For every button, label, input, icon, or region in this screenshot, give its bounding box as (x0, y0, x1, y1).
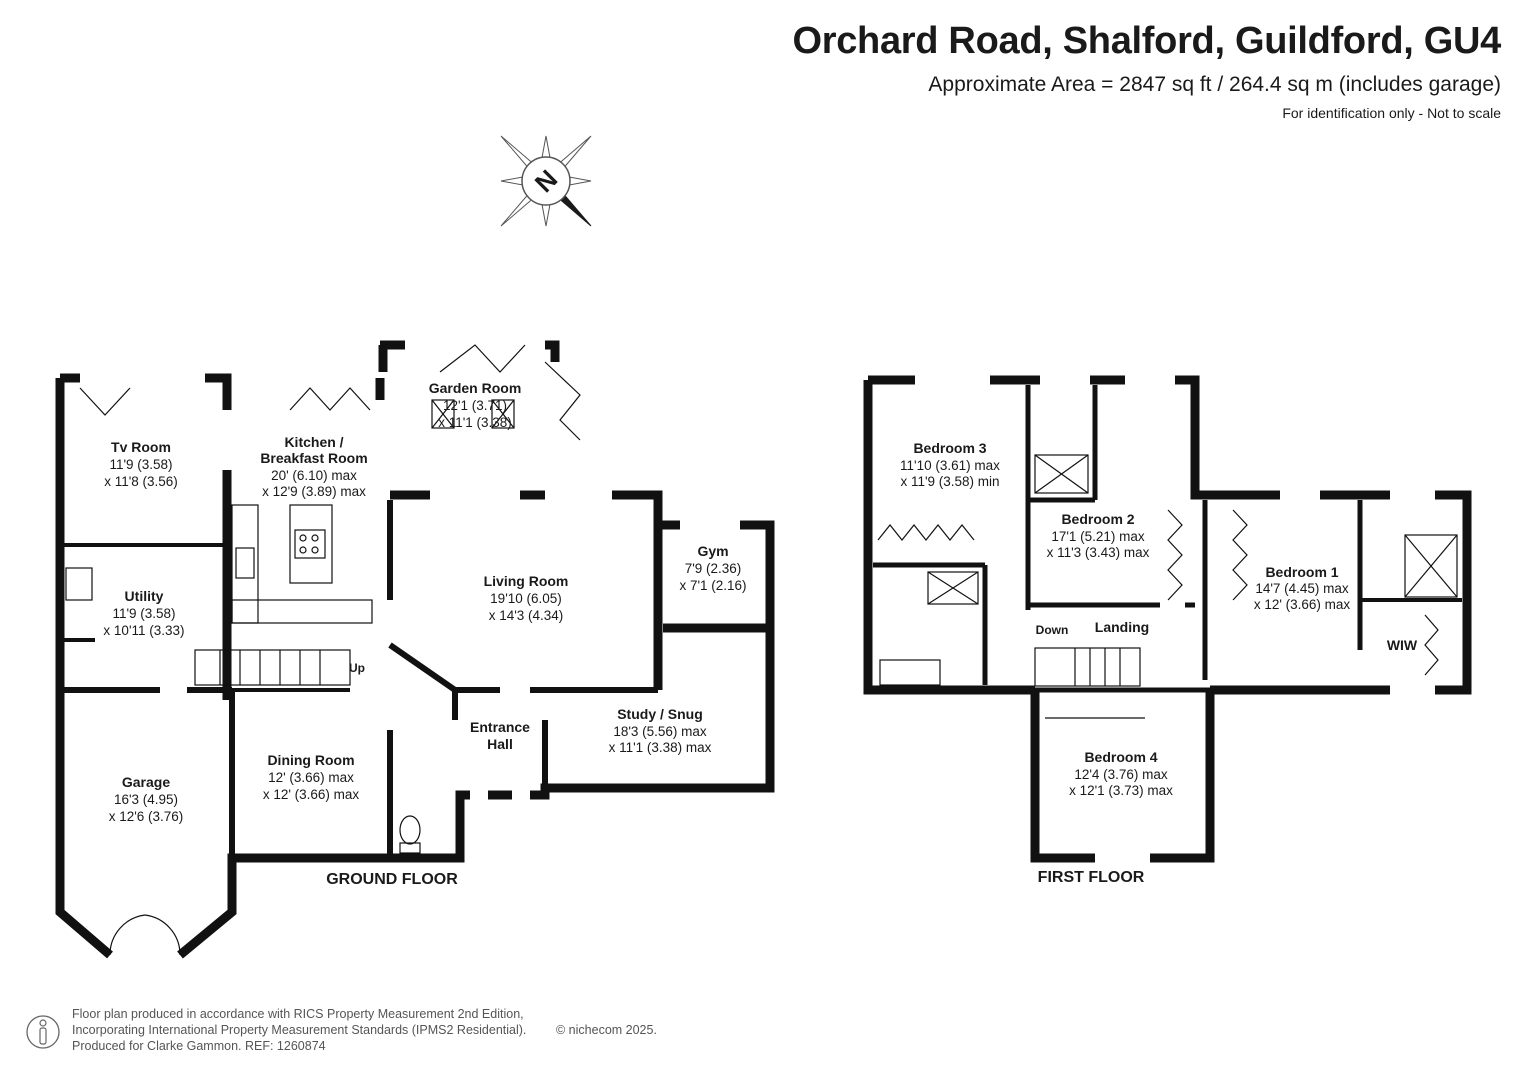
room-dimension: 7'9 (2.36) (685, 561, 742, 576)
room-dimension: x 12'6 (3.76) (109, 809, 184, 824)
ground-floor-walls (55, 340, 775, 959)
room-dimension: 20' (6.10) max (271, 468, 357, 483)
room-dimension: x 10'11 (3.33) (103, 623, 184, 638)
room-dimension: x 11'9 (3.58) min (900, 474, 999, 489)
room-name: Gym (697, 543, 728, 559)
room-dimension: 12'1 (3.71) (443, 398, 507, 413)
room-garage: Garage 16'3 (4.95) x 12'6 (3.76) (109, 774, 184, 824)
room-name: Bedroom 3 (913, 440, 986, 456)
room-name: Garden Room (429, 380, 522, 396)
compass-icon: N (500, 135, 592, 227)
room-dimension: x 12'9 (3.89) max (262, 484, 366, 499)
room-dimension: 11'9 (3.58) (112, 606, 175, 621)
footer-line: Floor plan produced in accordance with R… (72, 1007, 524, 1021)
room-bedroom-3: Bedroom 3 11'10 (3.61) max x 11'9 (3.58)… (900, 440, 1000, 489)
first-floor-fixtures (877, 454, 1458, 719)
room-name: Garage (122, 774, 170, 790)
room-name: Bedroom 1 (1265, 564, 1338, 580)
room-entrance-hall: Entrance Hall (470, 719, 530, 752)
room-study: Study / Snug 18'3 (5.56) max x 11'1 (3.3… (609, 706, 712, 755)
footer-line: Produced for Clarke Gammon. REF: 1260874 (72, 1039, 326, 1053)
room-dimension: x 7'1 (2.16) (679, 578, 746, 593)
room-name: Tv Room (111, 439, 171, 455)
ground-floor-fixtures (65, 344, 581, 956)
footer-line: Incorporating International Property Mea… (72, 1023, 527, 1037)
room-name: Entrance (470, 719, 530, 735)
room-dimension: 12' (3.66) max (268, 770, 354, 785)
room-kitchen: Kitchen / Breakfast Room 20' (6.10) max … (260, 434, 367, 499)
room-dimension: 18'3 (5.56) max (613, 724, 707, 739)
ground-floor-label: GROUND FLOOR (326, 871, 458, 888)
room-name: Bedroom 4 (1084, 749, 1157, 765)
room-bedroom-4: Bedroom 4 12'4 (3.76) max x 12'1 (3.73) … (1069, 749, 1173, 798)
room-dimension: 11'9 (3.58) (109, 457, 172, 472)
room-name: Kitchen / (284, 434, 343, 450)
page-title: Orchard Road, Shalford, Guildford, GU4 (792, 20, 1501, 62)
copyright: © nichecom 2025. (556, 1023, 657, 1037)
room-dimension: 12'4 (3.76) max (1074, 767, 1168, 782)
room-dimension: x 11'3 (3.43) max (1047, 545, 1150, 560)
room-name: Dining Room (267, 752, 354, 768)
room-name: Study / Snug (617, 706, 703, 722)
room-name: Hall (487, 736, 513, 752)
room-dining-room: Dining Room 12' (3.66) max x 12' (3.66) … (263, 752, 360, 802)
room-bedroom-1: Bedroom 1 14'7 (4.45) max x 12' (3.66) m… (1254, 564, 1351, 612)
room-dimension: 19'10 (6.05) (490, 591, 562, 606)
room-bedroom-2: Bedroom 2 17'1 (5.21) max x 11'3 (3.43) … (1047, 511, 1150, 560)
first-floor-walls (863, 375, 1472, 863)
approximate-area: Approximate Area = 2847 sq ft / 264.4 sq… (928, 73, 1501, 96)
room-wiw: WIW (1387, 637, 1418, 653)
first-floor-label: FIRST FLOOR (1038, 869, 1145, 886)
stair-up-label: Up (349, 661, 365, 675)
room-gym: Gym 7'9 (2.36) x 7'1 (2.16) (679, 543, 746, 593)
room-dimension: 16'3 (4.95) (114, 792, 178, 807)
person-icon (26, 1015, 60, 1049)
room-landing: Landing (1095, 619, 1149, 635)
room-dimension: x 11'8 (3.56) (104, 474, 178, 489)
room-name: Utility (125, 588, 164, 604)
room-dimension: x 12' (3.66) max (1254, 597, 1351, 612)
room-dimension: x 11'1 (3.38) (438, 415, 512, 430)
room-garden-room: Garden Room 12'1 (3.71) x 11'1 (3.38) (429, 380, 522, 430)
room-name: Bedroom 2 (1061, 511, 1134, 527)
room-utility: Utility 11'9 (3.58) x 10'11 (3.33) (103, 588, 184, 638)
stair-down-label: Down (1036, 623, 1069, 637)
room-name: Breakfast Room (260, 450, 367, 466)
disclaimer: For identification only - Not to scale (1282, 105, 1501, 121)
room-dimension: 17'1 (5.21) max (1051, 529, 1145, 544)
room-dimension: 11'10 (3.61) max (900, 458, 1000, 473)
room-dimension: x 12' (3.66) max (263, 787, 360, 802)
footer: Floor plan produced in accordance with R… (72, 1006, 657, 1054)
room-living-room: Living Room 19'10 (6.05) x 14'3 (4.34) (484, 573, 569, 623)
room-name: Living Room (484, 573, 569, 589)
room-tv-room: Tv Room 11'9 (3.58) x 11'8 (3.56) (104, 439, 178, 489)
room-dimension: 14'7 (4.45) max (1255, 581, 1349, 596)
room-dimension: x 12'1 (3.73) max (1069, 783, 1173, 798)
room-dimension: x 11'1 (3.38) max (609, 740, 712, 755)
room-dimension: x 14'3 (4.34) (489, 608, 564, 623)
